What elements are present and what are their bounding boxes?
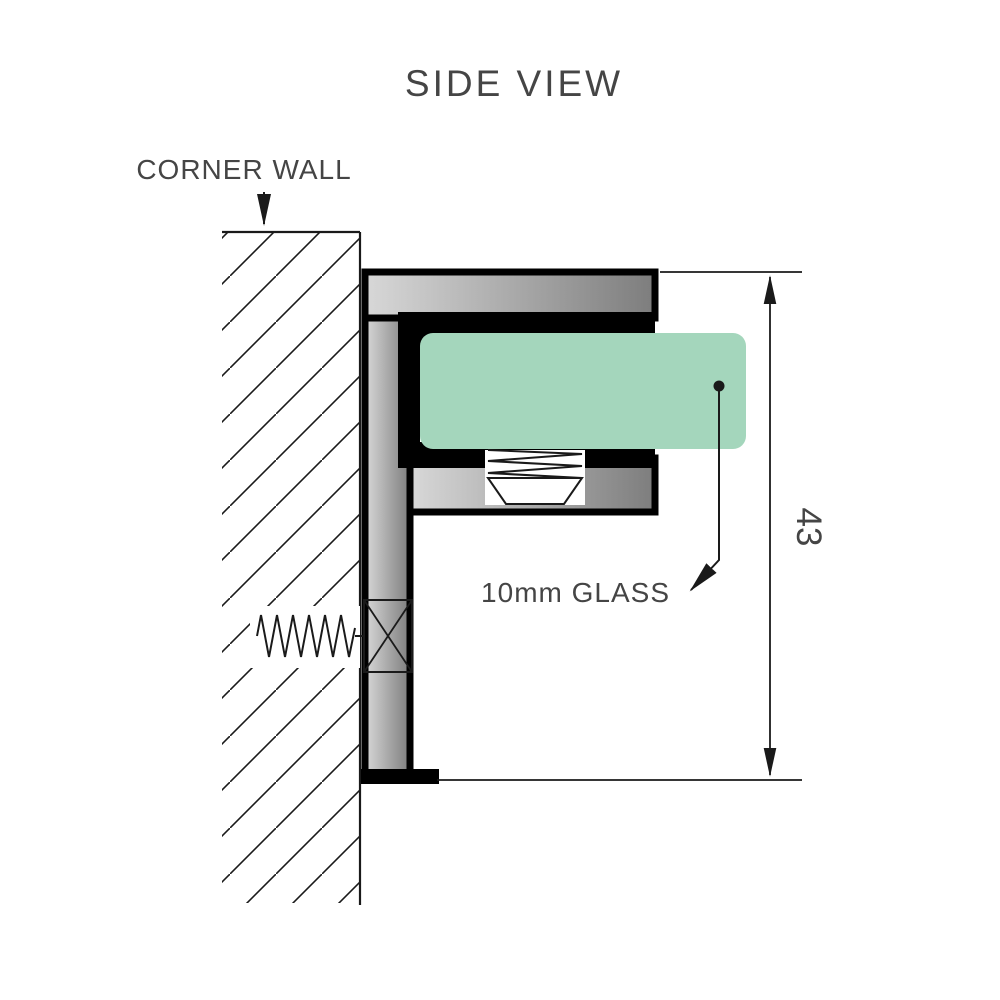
- adjustment-cup: [486, 477, 584, 505]
- screw-head-cross-2: [363, 599, 413, 673]
- screw-head: [363, 599, 413, 673]
- wall-hatching: [222, 232, 360, 903]
- glass-leader-line: [689, 386, 720, 592]
- page-title: SIDE VIEW: [405, 63, 623, 104]
- glass-panel: [420, 333, 746, 449]
- dimension-value: 43: [789, 508, 828, 547]
- adjustment-spring: [487, 449, 583, 479]
- screw-threads: [256, 614, 356, 658]
- bracket-top-arm: [361, 268, 659, 322]
- glass-label: 10mm GLASS: [481, 577, 670, 608]
- corner-wall-label: CORNER WALL: [136, 154, 351, 185]
- bracket-foot: [361, 769, 439, 784]
